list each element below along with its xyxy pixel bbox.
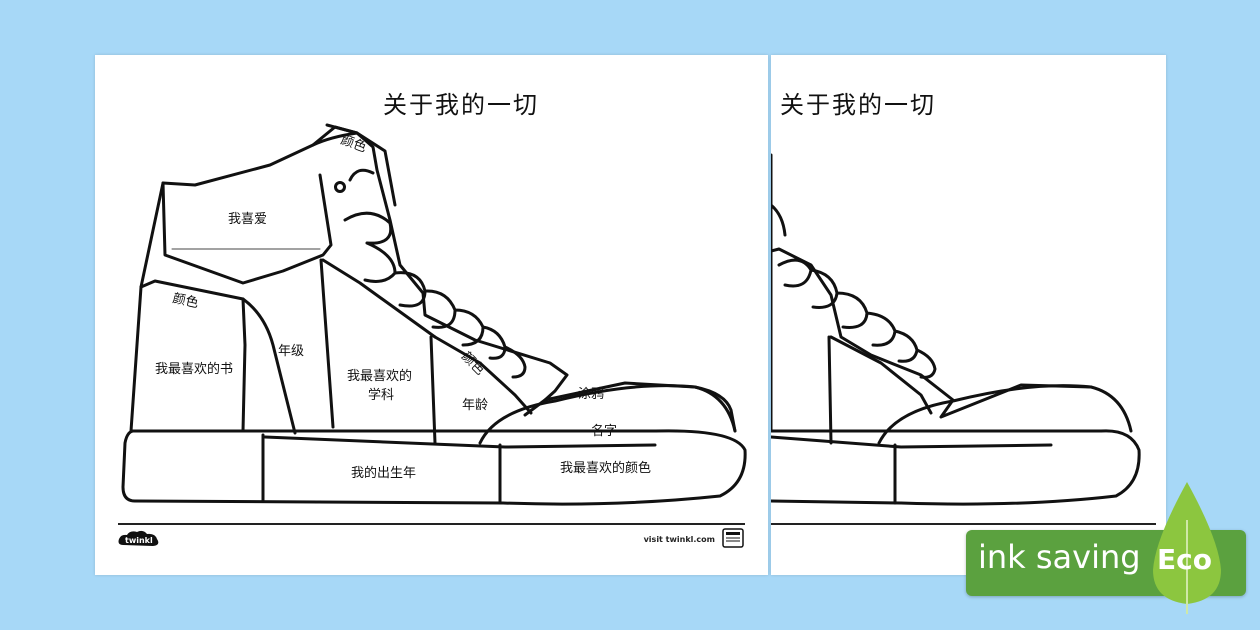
svg-text:twinkl: twinkl [125,536,153,545]
shoe-laces [343,211,527,379]
label-color-heel: 颜色 [171,290,200,311]
label-grade: 年级 [278,344,304,359]
worksheet-title: 关于我的一切 [383,91,539,119]
shoe-toe-cap [478,384,737,445]
visit-link-text: visit twinkl.com [643,535,715,544]
worksheet-back-page-preview: 关于我的一切 [771,55,1166,575]
sneaker-outline-back [771,153,1141,506]
label-birth-year: 我的出生年 [351,465,416,481]
shoe-tongue [325,123,397,207]
label-favorite-subject-line1: 我最喜欢的 [347,368,412,384]
footer-divider [118,523,745,525]
label-i-love: 我喜爱 [228,212,267,227]
ink-saving-eco-badge: ink saving Eco [966,480,1246,615]
leaf-icon [1153,482,1221,614]
label-favorite-color: 我最喜欢的颜色 [560,460,651,476]
shoe-heel-counter [139,279,297,435]
shoe-sole [121,429,747,506]
label-color-tongue: 颜色 [339,132,369,156]
twinkl-logo: twinkl [118,530,159,546]
label-name: 名字 [591,423,617,439]
label-favorite-subject-line2: 学科 [368,387,394,403]
sneaker-drawing: 我喜爱 颜色 颜色 颜色 年级 我最喜欢的书 我最喜欢的 学科 年龄 涂鸦 名字… [121,123,747,506]
eco-text: Eco [1157,543,1212,576]
badge-icon [722,528,744,548]
back-page-title: 关于我的一切 [780,91,936,119]
label-age: 年龄 [462,398,488,413]
label-doodle: 涂鸦 [578,386,604,402]
worksheet-front-page: 关于我的一切 [95,55,768,575]
back-footer-divider [771,523,1156,525]
label-favorite-book: 我最喜欢的书 [155,361,233,377]
ink-saving-text: ink saving [978,538,1141,576]
